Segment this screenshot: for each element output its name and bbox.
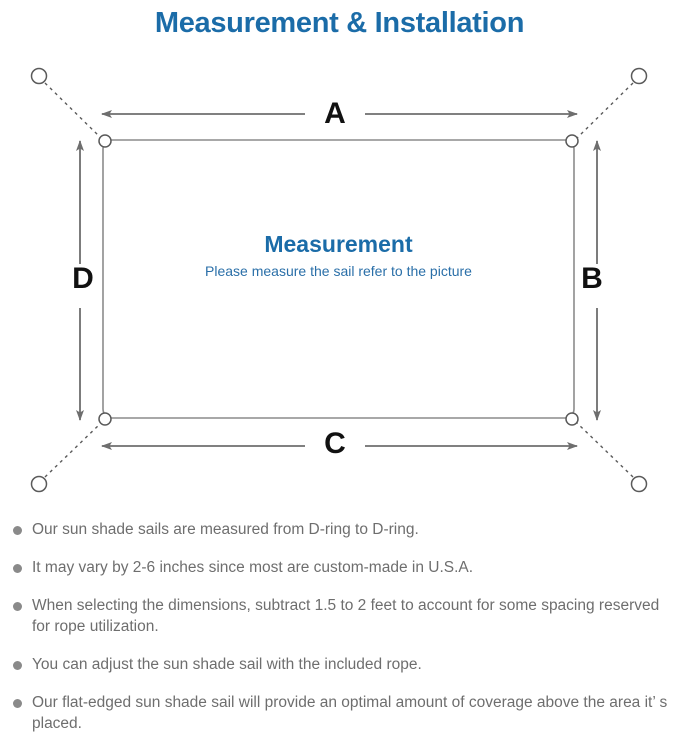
page-title: Measurement & Installation (154, 6, 525, 39)
list-item: You can adjust the sun shade sail with t… (0, 655, 679, 676)
anchor-post-bottom-left (30, 475, 48, 493)
d-ring-bottom-left (98, 412, 112, 426)
anchor-post-top-right (630, 67, 648, 85)
dimension-label-b: B (581, 262, 603, 295)
list-item: It may vary by 2-6 inches since most are… (0, 558, 679, 579)
anchor-posts (30, 67, 648, 493)
bullet-icon (13, 526, 22, 535)
dimension-label-d: D (72, 262, 94, 295)
rope-bottom-right (576, 422, 634, 478)
measurement-caption: Measurement Please measure the sail refe… (103, 231, 574, 280)
d-ring-top-left (98, 134, 112, 148)
diagram-svg (30, 67, 648, 493)
list-item-text: Our flat-edged sun shade sail will provi… (32, 693, 668, 732)
list-item-text: Our sun shade sails are measured from D-… (32, 521, 419, 538)
rope-lines (44, 82, 634, 478)
list-item-text: It may vary by 2-6 inches since most are… (32, 558, 474, 576)
dimension-label-a: A (324, 97, 346, 130)
rope-top-left (44, 82, 102, 139)
bullet-icon (13, 563, 22, 573)
list-item-text: When selecting the dimensions, subtract … (32, 596, 660, 635)
notes-list: Our sun shade sails are measured from D-… (0, 520, 679, 751)
list-item: Our flat-edged sun shade sail will provi… (0, 693, 679, 735)
anchor-post-top-left (30, 67, 48, 85)
list-item-text: You can adjust the sun shade sail with t… (32, 655, 422, 673)
sail-measurement-diagram: A B C D Measurement Please measure the s… (0, 46, 679, 516)
d-ring-top-right (565, 134, 579, 148)
d-ring-bottom-right (565, 412, 579, 426)
rope-top-right (576, 82, 634, 139)
title-bar: Measurement & Installation (0, 0, 679, 46)
dimension-label-c: C (324, 427, 346, 460)
bullet-icon (13, 601, 22, 611)
list-item: Our sun shade sails are measured from D-… (0, 520, 679, 541)
d-rings (98, 134, 579, 426)
bullet-icon (13, 660, 22, 670)
shade-sail-body (102, 139, 575, 419)
rope-bottom-left (44, 422, 102, 478)
measurement-subtext: Please measure the sail refer to the pic… (205, 263, 472, 280)
list-item: When selecting the dimensions, subtract … (0, 596, 679, 638)
bullet-icon (13, 698, 22, 708)
measurement-heading: Measurement (264, 231, 413, 257)
anchor-post-bottom-right (630, 475, 648, 493)
